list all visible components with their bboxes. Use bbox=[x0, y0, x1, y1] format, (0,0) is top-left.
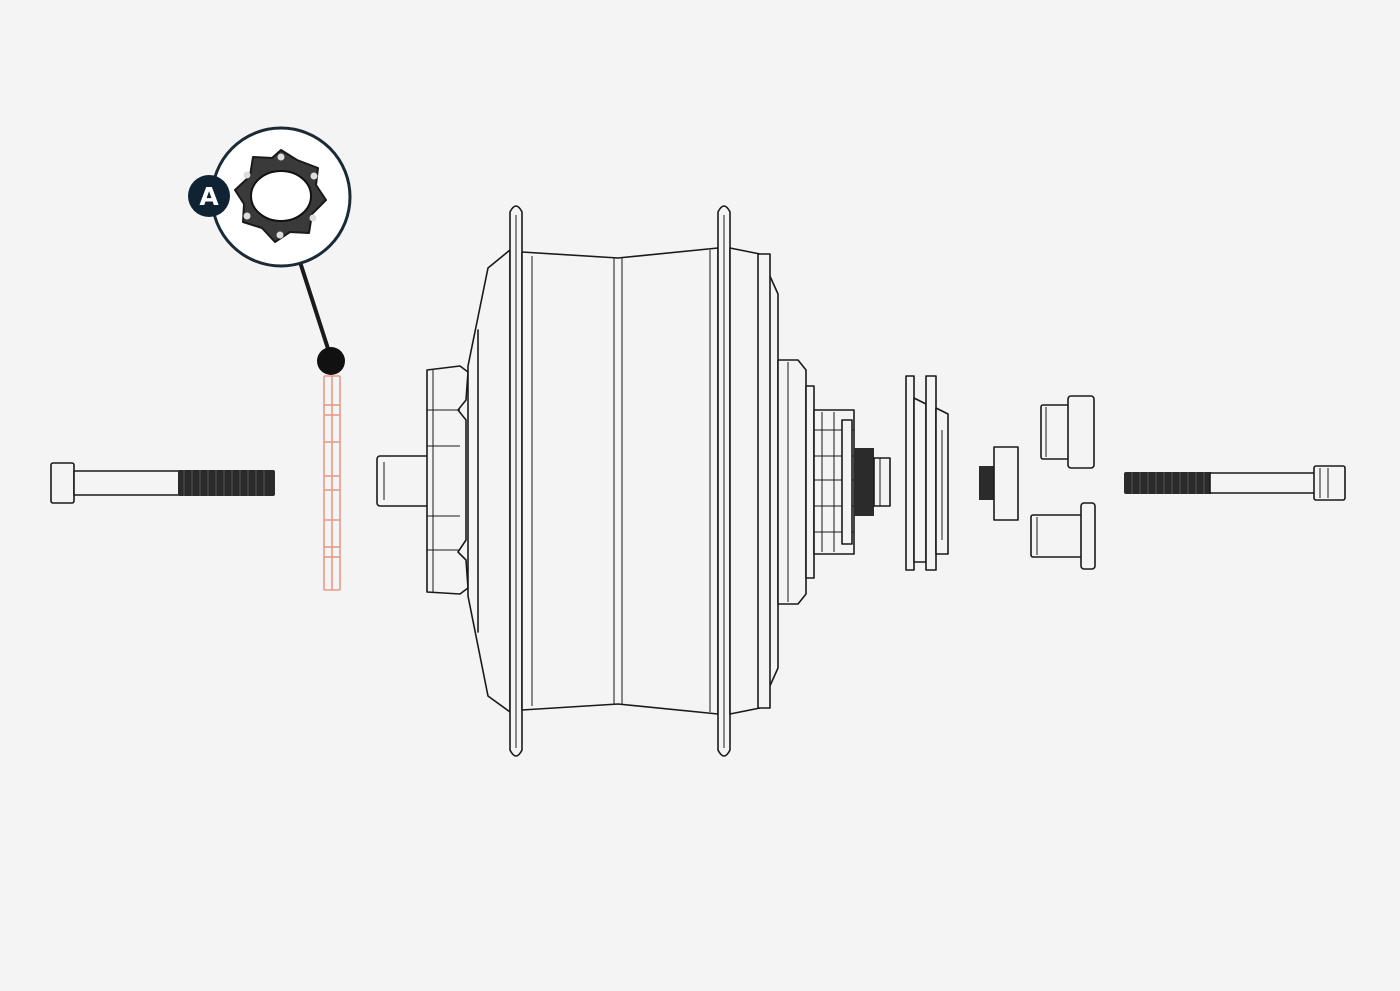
drive-side-seal bbox=[905, 375, 949, 571]
axle-end-cap-lower bbox=[1030, 502, 1096, 570]
callout-leader bbox=[298, 261, 345, 375]
left-axle-bolt bbox=[50, 462, 275, 504]
hub-freehub-body bbox=[813, 409, 891, 555]
hub-shell bbox=[467, 205, 815, 757]
right-axle-bolt bbox=[1124, 465, 1346, 501]
axle-spacer bbox=[979, 446, 1019, 521]
left-bolt-threads bbox=[183, 470, 265, 496]
callout-badge-a: A bbox=[188, 175, 230, 217]
rotor-adapter-side-view bbox=[323, 375, 341, 591]
right-bolt-threads bbox=[1131, 472, 1205, 494]
disc-rotor-adapter-icon bbox=[234, 149, 327, 243]
hub-left-axle-end bbox=[376, 455, 430, 507]
callout-bubble bbox=[210, 126, 352, 268]
axle-end-cap-upper bbox=[1040, 395, 1095, 469]
hub-rotor-mount bbox=[426, 365, 469, 595]
callout-label-a: A bbox=[199, 182, 219, 211]
